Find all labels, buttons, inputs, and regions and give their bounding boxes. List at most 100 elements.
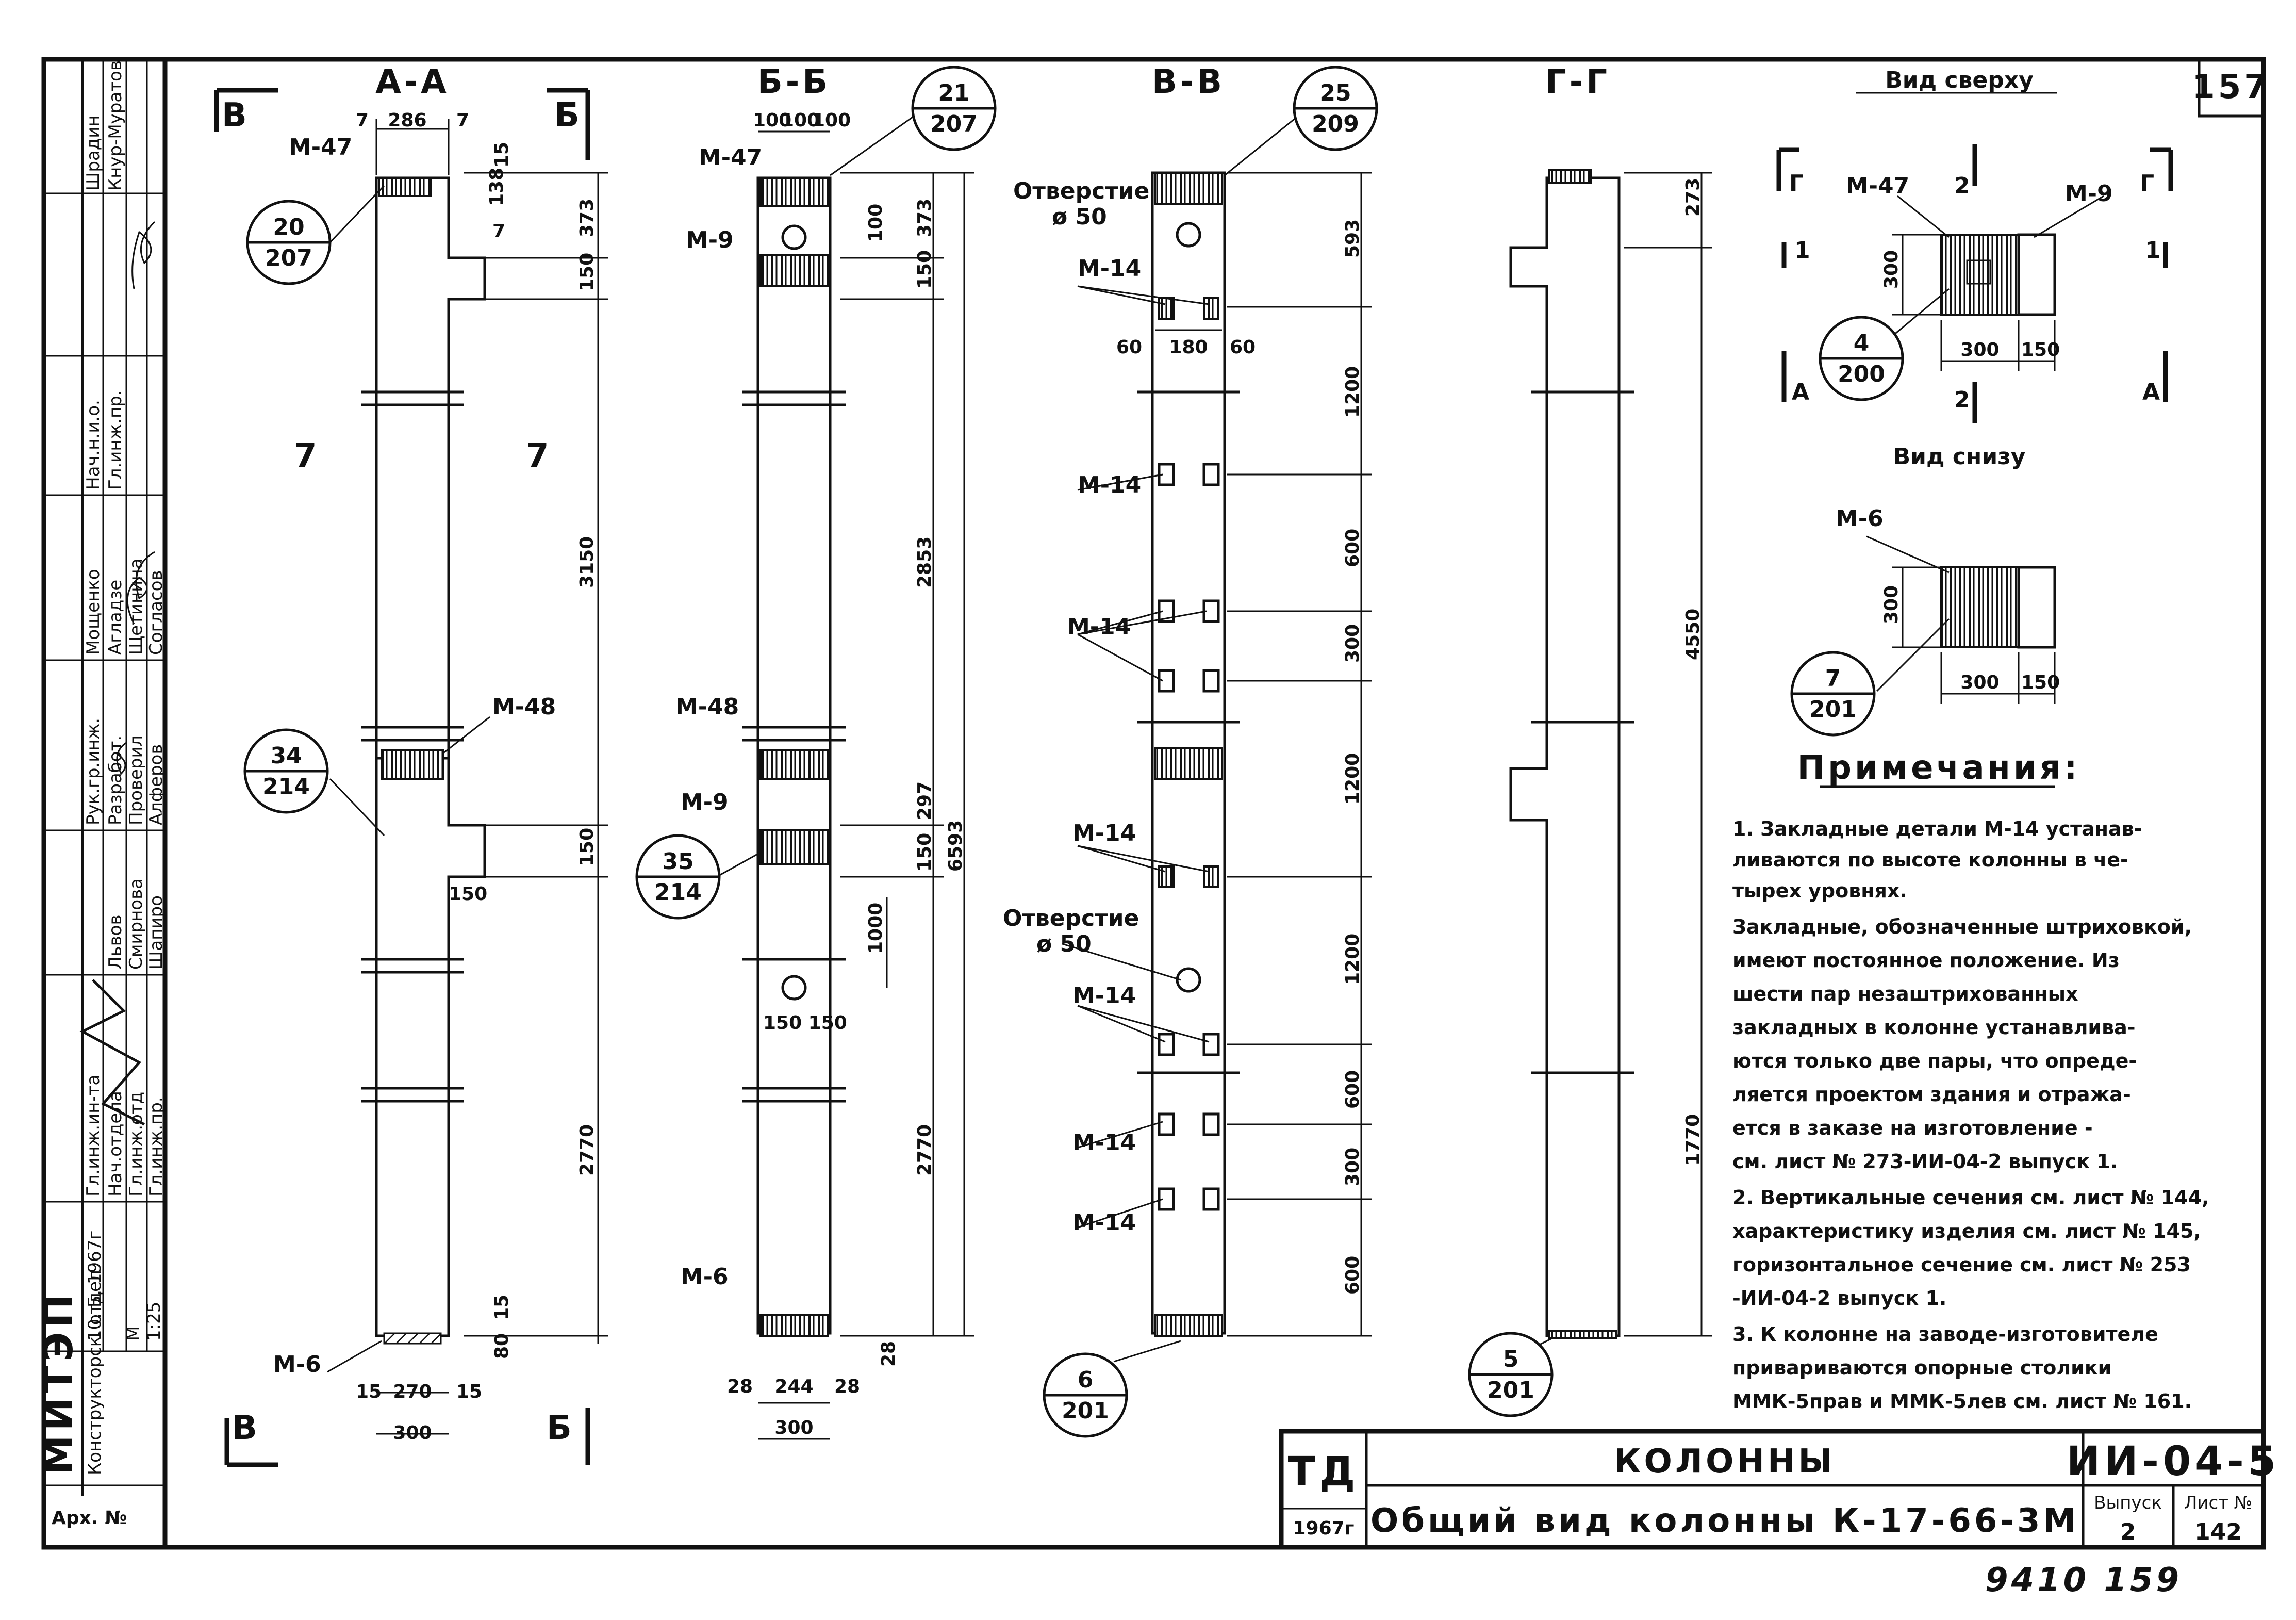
dim: 15 [491,142,513,168]
notes-title: Примечания: [1797,749,2080,787]
stamp-name: Агладзе [105,580,126,655]
dim: 138 [486,168,507,206]
dim: 150 [2021,672,2060,693]
stamp-name: Мощенко [83,569,104,655]
section-vv [1062,110,1372,1363]
sheet-frame [41,57,2266,1550]
note-line: 2. Вертикальные сечения см. лист № 144, [1732,1186,2209,1209]
cut-label: 2 [1954,387,1970,413]
dim: 6593 [945,820,966,872]
dim: 7 [356,110,369,131]
svg-text:201: 201 [1062,1398,1109,1424]
part-label: М-14 [1072,1209,1136,1236]
dim: 1200 [1342,366,1363,418]
stamp-role: Рук.гр.инж. [83,718,104,825]
dim: 3150 [576,536,598,588]
note-line: привариваются опорные столики [1732,1356,2111,1379]
title-main: Общий вид колонны К-17-66-3М [1370,1502,2079,1540]
svg-text:207: 207 [930,111,978,137]
dim: 15 [491,1295,513,1320]
stamp-name: Алферов [146,744,167,825]
svg-text:21: 21 [938,80,969,106]
dim: 1000 [865,903,886,954]
dim: 15 [356,1381,382,1402]
stamp-name: Шапиро [146,895,167,970]
part-label: М-6 [273,1351,321,1378]
stamp-scale: 1:25 [144,1302,164,1341]
sheet-number: 157 [2192,68,2270,106]
part-label: М-47 [1846,173,1909,199]
svg-text:214: 214 [654,879,702,906]
dim: 100 [812,110,851,131]
stamp-name: Шрадин [83,115,104,191]
stamp-date: 10. Б. 1967г [85,1231,105,1341]
bottom-view-title: Вид снизу [1893,444,2026,470]
dim: 300 [1960,672,1999,693]
part-label: М-14 [1078,472,1141,498]
note-line: тырех уровнях. [1732,879,1907,902]
issue-value: 2 [2120,1519,2136,1545]
dim: 297 [914,781,935,820]
top-view-title: Вид сверху [1885,67,2034,93]
part-label: М-48 [492,694,556,720]
dim: 28 [878,1341,899,1367]
bubble-25-209: 25 209 [1293,66,1378,151]
handwritten-number: 9410 159 [1985,1561,2182,1599]
stamp-role: Гл.инж.пр. [105,390,126,490]
dim: 150 150 [763,1012,847,1034]
dim: 4550 [1682,609,1704,660]
dim: 1200 [1342,934,1363,985]
dim: 150 [914,250,935,289]
svg-text:201: 201 [1487,1377,1534,1403]
note-line: горизонтальное сечение см. лист № 253 [1732,1253,2191,1276]
cut-label: Г [2140,170,2154,197]
cut-label: Г [1789,170,1804,197]
dim: 7 [492,221,505,242]
svg-text:6: 6 [1078,1367,1094,1393]
svg-text:20: 20 [273,214,304,240]
section-aa-title: А-А [375,63,450,101]
section-bb-title: Б-Б [757,63,831,101]
stamp-role: Проверил [126,735,146,825]
note-line: характеристику изделия см. лист № 145, [1732,1220,2201,1242]
title-category: КОЛОННЫ [1614,1443,1836,1481]
bubble-21-207: 21 207 [911,66,997,151]
stamp-role: Разработ. [105,735,126,825]
dim: 300 [1881,250,1902,289]
stamp-arch: Арх. № [52,1508,127,1529]
section-vv-title: В-В [1152,63,1225,101]
stamp-org: МИТЭП [36,1290,82,1475]
mark-7: 7 [294,437,320,475]
part-label: М-9 [681,789,729,815]
dim: 80 [491,1333,513,1359]
part-label: М-9 [686,227,734,253]
note-line: см. лист № 273-ИИ-04-2 выпуск 1. [1732,1150,2118,1173]
dim: 7 [456,110,469,131]
svg-text:25: 25 [1319,80,1351,106]
cut-label: А [2142,379,2160,405]
part-label: М-47 [699,144,762,171]
cut-label: В [232,1409,260,1447]
hole-dia: ø 50 [1052,204,1107,230]
svg-text:214: 214 [262,774,310,800]
note-line: имеют постоянное положение. Из [1732,949,2120,972]
dim: 600 [1342,1070,1363,1109]
dim: 60 [1116,337,1142,358]
side-stamp [44,59,165,1496]
svg-text:209: 209 [1312,111,1359,137]
cut-label: А [1792,379,1809,405]
svg-text:4: 4 [1854,330,1870,356]
note-line: ется в заказе на изготовление - [1732,1117,2093,1139]
svg-text:200: 200 [1838,361,1885,387]
stamp-name: Смирнова [126,878,146,970]
bubble-7-201: 7 201 [1790,651,1876,737]
section-gg [1484,169,1712,1373]
dim: 244 [774,1376,813,1397]
stamp-name: Львов [105,915,126,970]
dim: 100 [781,110,820,131]
part-label: М-6 [681,1264,729,1290]
cut-label: В [222,96,250,135]
dim: 300 [774,1417,813,1438]
note-line: 1. Закладные детали М-14 устанав- [1732,817,2142,840]
dim: 300 [1960,339,1999,361]
